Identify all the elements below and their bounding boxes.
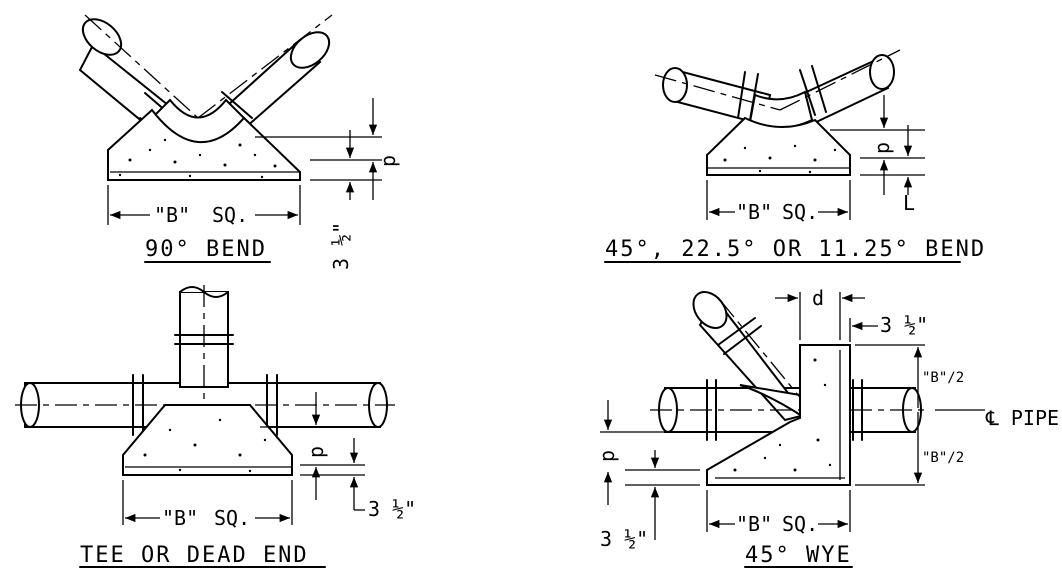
dimension-b-tee bbox=[122, 480, 293, 525]
dimension-b-90 bbox=[107, 185, 301, 225]
pipe-centerline-left bbox=[654, 74, 781, 111]
concrete-speckle bbox=[723, 144, 837, 174]
pipe-branch bbox=[692, 291, 807, 422]
thrust-block bbox=[706, 116, 851, 176]
sq-label: SQ. bbox=[782, 200, 818, 224]
thickness-label: 3 ½" bbox=[329, 222, 353, 270]
view-title: 45° WYE bbox=[745, 543, 852, 568]
dimension-half-b bbox=[855, 344, 985, 486]
dimension-b-45 bbox=[706, 180, 851, 220]
dimension-d-wye-top bbox=[775, 292, 865, 340]
sq-label: SQ. bbox=[214, 506, 250, 530]
thickness-label: 3 ½" bbox=[368, 497, 416, 521]
concrete-speckle bbox=[733, 358, 832, 472]
pipe-right-leg bbox=[798, 54, 895, 127]
view-45-bend: d L "B" SQ. 45°, 22.5° OR 11.25° BEND bbox=[604, 49, 986, 263]
pipe-left-leg bbox=[78, 18, 175, 144]
dimension-d-tee bbox=[260, 392, 365, 511]
dimension-d-wye-side bbox=[600, 400, 700, 540]
centerline-pipe-label: ℄ PIPE bbox=[985, 406, 1059, 430]
b-label: "B" bbox=[162, 506, 198, 530]
thrust-block bbox=[107, 108, 301, 181]
dimension-d-90 bbox=[255, 98, 382, 200]
sq-label: SQ. bbox=[782, 512, 818, 536]
sq-label: SQ. bbox=[212, 203, 248, 227]
thickness-top-label: 3 ½" bbox=[880, 313, 928, 337]
d-label: d bbox=[873, 142, 897, 154]
d-top-label: d bbox=[812, 286, 824, 310]
b-label: "B" bbox=[154, 203, 190, 227]
view-title: TEE OR DEAD END bbox=[80, 543, 309, 568]
dimension-b-wye bbox=[706, 490, 851, 532]
branch-centerline bbox=[719, 299, 813, 413]
concrete-speckle bbox=[143, 418, 267, 473]
d-side-label: d bbox=[598, 450, 622, 462]
pipe-centerline-right bbox=[197, 14, 333, 119]
d-label: d bbox=[307, 446, 331, 458]
view-title: 45°, 22.5° OR 11.25° BEND bbox=[605, 237, 986, 262]
view-title: 90° BEND bbox=[145, 237, 267, 262]
dimension-d-45 bbox=[830, 95, 925, 195]
thickness-label: L bbox=[903, 191, 915, 215]
half-b-bottom-label: "B"/2 bbox=[922, 450, 964, 466]
dimension-thickness-top bbox=[849, 318, 878, 342]
half-b-top-label: "B"/2 bbox=[922, 370, 964, 386]
view-45-wye: d 3 ½" "B"/2 "B"/2 ℄ PIPE d 3 ½" bbox=[598, 286, 1059, 568]
view-tee-dead-end: d 3 ½" "B" SQ. TEE OR DEAD END bbox=[15, 285, 416, 568]
thrust-block bbox=[122, 404, 293, 476]
b-label: "B" bbox=[736, 200, 772, 224]
thickness-bottom-label: 3 ½" bbox=[600, 527, 648, 551]
concrete-speckle bbox=[118, 138, 277, 179]
d-label: d bbox=[379, 155, 403, 167]
pipe-centerline-right bbox=[779, 49, 901, 111]
pipe-centerline-left bbox=[84, 14, 199, 119]
thrust-block bbox=[706, 344, 851, 486]
b-label: "B" bbox=[736, 512, 772, 536]
view-90-bend: d 3 ½" "B" SQ. 90° BEND bbox=[78, 14, 403, 270]
